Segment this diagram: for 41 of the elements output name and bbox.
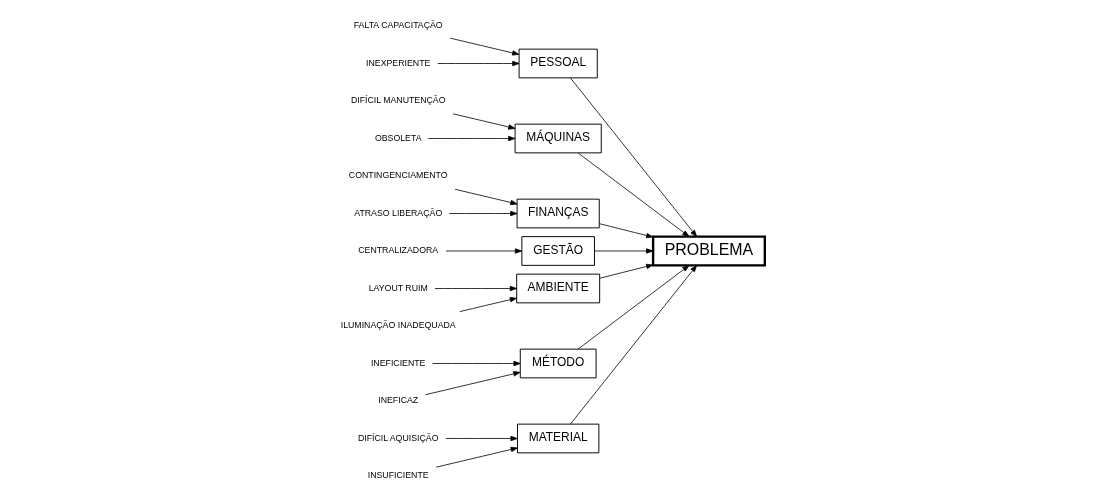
arrow <box>454 188 517 206</box>
arrow <box>577 265 689 350</box>
node-text: DIFÍCIL MANUTENÇÃO <box>350 95 446 106</box>
arrow <box>458 297 517 312</box>
node-box: AMBIENTE <box>515 273 600 304</box>
node-box: PROBLEMA <box>651 235 766 267</box>
arrow <box>569 77 697 237</box>
arrow <box>598 223 653 239</box>
node-box: PESSOAL <box>518 48 598 79</box>
node-text: ILUMINAÇÃO INADEQUADA <box>340 320 456 331</box>
arrow <box>598 263 653 279</box>
arrow <box>449 37 519 56</box>
node-box: GESTÃO <box>520 236 595 266</box>
arrow <box>569 265 697 425</box>
node-text: ATRASO LIBERAÇÃO <box>353 207 442 218</box>
arrow <box>436 60 519 67</box>
arrow <box>577 152 689 237</box>
arrow <box>434 285 517 292</box>
node-text: INEFICIENTE <box>370 357 425 368</box>
node-box: MÁQUINAS <box>514 123 602 154</box>
arrow <box>452 113 515 130</box>
node-box: MATERIAL <box>516 423 599 454</box>
node-text: LAYOUT RUIM <box>368 282 428 293</box>
arrow <box>448 210 517 217</box>
node-box: FINANÇAS <box>516 198 600 229</box>
node-text: INSUFICIENTE <box>367 470 429 481</box>
node-text: DIFÍCIL AQUISIÇÃO <box>357 432 438 443</box>
node-text: FALTA CAPACITAÇÃO <box>353 20 443 31</box>
node-text: OBSOLETA <box>374 132 422 143</box>
arrow <box>435 446 518 468</box>
arrow <box>431 360 521 367</box>
arrow <box>427 135 515 142</box>
node-text: INEXPERIENTE <box>365 57 430 68</box>
node-text: INEFICAZ <box>377 395 418 406</box>
arrow <box>445 435 518 442</box>
node-text: CENTRALIZADORA <box>357 245 438 256</box>
node-text: CONTINGENCIAMENTO <box>348 170 448 181</box>
arrow <box>593 248 653 254</box>
arrow <box>445 248 522 254</box>
arrow <box>424 371 520 396</box>
node-box: MÉTODO <box>519 348 597 379</box>
